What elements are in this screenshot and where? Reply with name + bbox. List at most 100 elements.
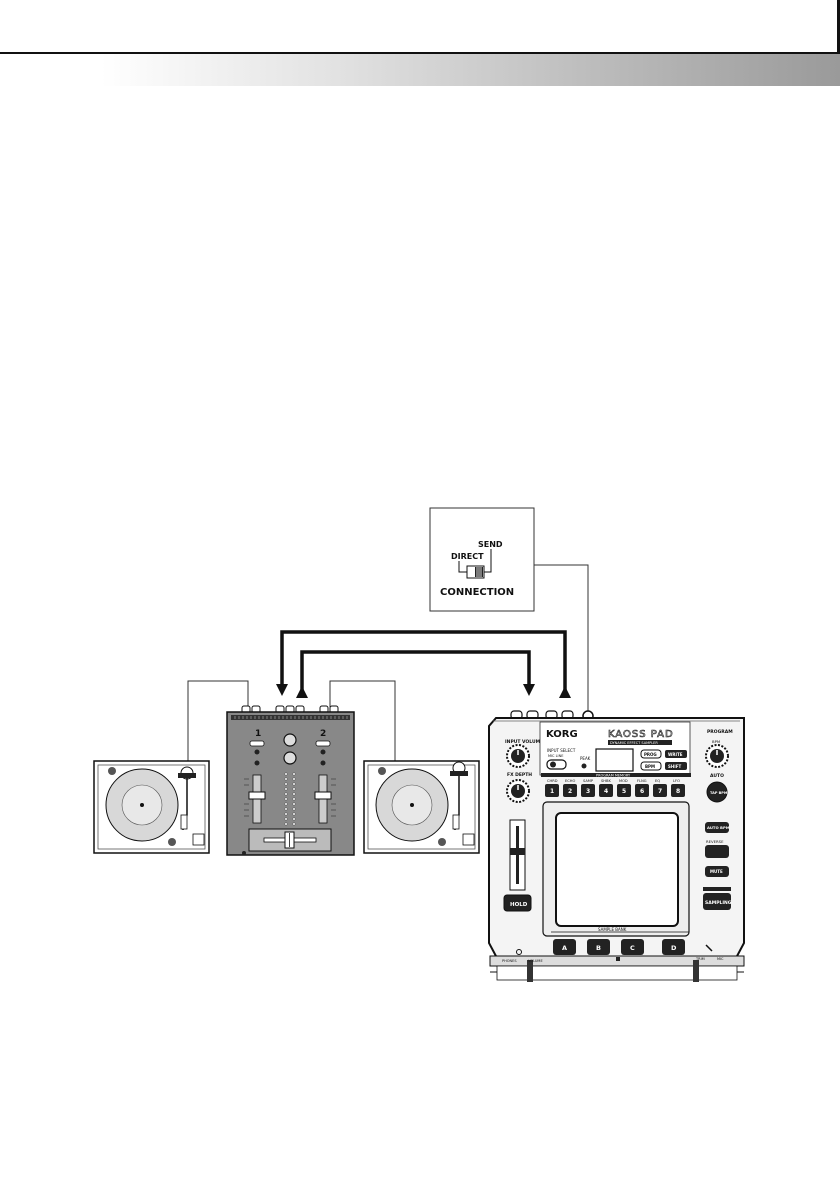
program-bpm-label: BPM xyxy=(712,739,720,744)
memory-button[interactable] xyxy=(671,784,685,797)
shift-label: SHIFT xyxy=(668,764,681,769)
memory-button-label: 1 xyxy=(550,788,554,795)
send-label: SEND xyxy=(478,540,503,549)
program-memory-label: PROGRAM MEMORY xyxy=(596,774,631,778)
phones-label: PHONES xyxy=(502,959,517,963)
bpm-button[interactable] xyxy=(640,761,662,771)
sample-button-label: D xyxy=(671,944,677,952)
memory-button[interactable] xyxy=(563,784,577,797)
mixer-channel-1: 1 xyxy=(255,729,261,739)
category-label: SHBK xyxy=(601,779,611,783)
memory-button[interactable] xyxy=(617,784,631,797)
auto-bpm-label: AUTO BPM xyxy=(707,825,730,830)
prog-button[interactable] xyxy=(640,749,662,759)
hold-button[interactable] xyxy=(503,894,532,912)
kaoss-pad-logo: KAOSS PAD xyxy=(608,729,674,740)
korg-logo: KORG xyxy=(546,729,578,740)
program-label: PROGRAM xyxy=(707,729,733,735)
shift-button[interactable] xyxy=(665,762,687,770)
tap-bpm-button[interactable] xyxy=(706,781,728,803)
sample-bank-label: SAMPLE BANK xyxy=(598,927,627,932)
input-select-options: MIC LINE xyxy=(548,754,563,758)
write-button[interactable] xyxy=(665,750,687,758)
fx-depth-label: FX DEPTH xyxy=(507,772,532,778)
page-corner-rule xyxy=(837,0,840,54)
lock-icon xyxy=(616,957,620,961)
category-label: ECHO xyxy=(565,779,575,783)
mute-button[interactable] xyxy=(705,866,729,877)
memory-button[interactable] xyxy=(581,784,595,797)
sample-button-a[interactable] xyxy=(553,939,576,955)
category-label: SAMP xyxy=(583,779,594,783)
input-select-label: INPUT SELECT xyxy=(547,748,576,753)
category-label: FLNG xyxy=(637,779,647,783)
led-display xyxy=(595,748,634,772)
input-select-switch[interactable] xyxy=(546,759,567,770)
connection-callout: SEND DIRECT CONNECTION xyxy=(429,507,535,612)
arrow-into-kaoss xyxy=(523,684,535,696)
hold-label: HOLD xyxy=(510,902,528,908)
category-label: LFO xyxy=(673,779,680,783)
sample-button-label: A xyxy=(562,944,567,952)
memory-button-label: 5 xyxy=(622,788,626,795)
memory-button-label: 7 xyxy=(658,788,662,795)
prog-label: PROG xyxy=(644,752,657,757)
turntable-right xyxy=(363,760,480,854)
sampling-label: SAMPLING xyxy=(705,900,732,906)
category-label: MOD xyxy=(619,779,628,783)
cable-outer xyxy=(280,630,567,690)
turntable-left xyxy=(93,760,210,854)
arrow-from-kaoss xyxy=(559,686,571,698)
memory-button-label: 8 xyxy=(676,788,680,795)
cable-inner xyxy=(300,650,531,690)
mic-icon xyxy=(705,944,713,952)
memory-button-label: 4 xyxy=(604,788,608,795)
arrow-from-mixer xyxy=(296,686,308,698)
kaoss-subtitle: DYNAMIC EFFECT SAMPLER xyxy=(610,741,658,745)
write-label: WRITE xyxy=(668,752,683,757)
connection-label: CONNECTION xyxy=(440,587,514,598)
mic-label: MIC xyxy=(717,957,724,961)
peak-label: PEAK xyxy=(580,756,591,761)
sample-button-d[interactable] xyxy=(662,939,685,955)
sample-button-label: B xyxy=(596,944,601,952)
cable-right-turntable xyxy=(329,680,396,764)
sample-button-c[interactable] xyxy=(621,939,644,955)
auto-label: AUTO xyxy=(710,773,724,779)
touch-pad[interactable] xyxy=(555,812,679,927)
category-label: EQ xyxy=(655,779,660,783)
arrow-into-mixer xyxy=(276,684,288,696)
category-label: CHRD xyxy=(547,779,558,783)
kaoss-pad-device: INPUT VOLUME FX DEPTH HOLD KORG KAOSS PA… xyxy=(488,710,745,982)
volume-label: VOLUME xyxy=(528,959,543,963)
memory-button[interactable] xyxy=(545,784,559,797)
sample-button-b[interactable] xyxy=(587,939,610,955)
callout-leader-line xyxy=(534,564,589,711)
dj-mixer: 1 2 xyxy=(226,705,355,856)
header-gradient-bar xyxy=(0,52,840,86)
reverse-button[interactable] xyxy=(705,845,729,858)
header-rule xyxy=(0,52,840,54)
trim-label: TRIM xyxy=(695,957,705,961)
headphones-icon xyxy=(516,949,522,955)
memory-button[interactable] xyxy=(635,784,649,797)
mixer-channel-2: 2 xyxy=(320,729,326,739)
input-volume-label: INPUT VOLUME xyxy=(505,739,543,745)
direct-label: DIRECT xyxy=(451,552,484,561)
mute-label: MUTE xyxy=(710,869,723,874)
memory-button-label: 6 xyxy=(640,788,644,795)
tap-bpm-label: TAP BPM xyxy=(710,791,728,795)
sample-button-label: C xyxy=(630,944,635,952)
bpm-label: BPM xyxy=(645,764,655,769)
fx-fader-knob[interactable] xyxy=(510,848,525,855)
memory-button[interactable] xyxy=(653,784,667,797)
effect-loop-cables xyxy=(280,630,567,690)
memory-button-label: 2 xyxy=(568,788,572,795)
memory-button-label: 3 xyxy=(586,788,590,795)
memory-button[interactable] xyxy=(599,784,613,797)
auto-bpm-button[interactable] xyxy=(705,822,729,833)
sampling-button[interactable] xyxy=(703,893,731,910)
cable-left-turntable xyxy=(187,680,249,764)
reverse-label: REVERSE xyxy=(706,839,724,844)
